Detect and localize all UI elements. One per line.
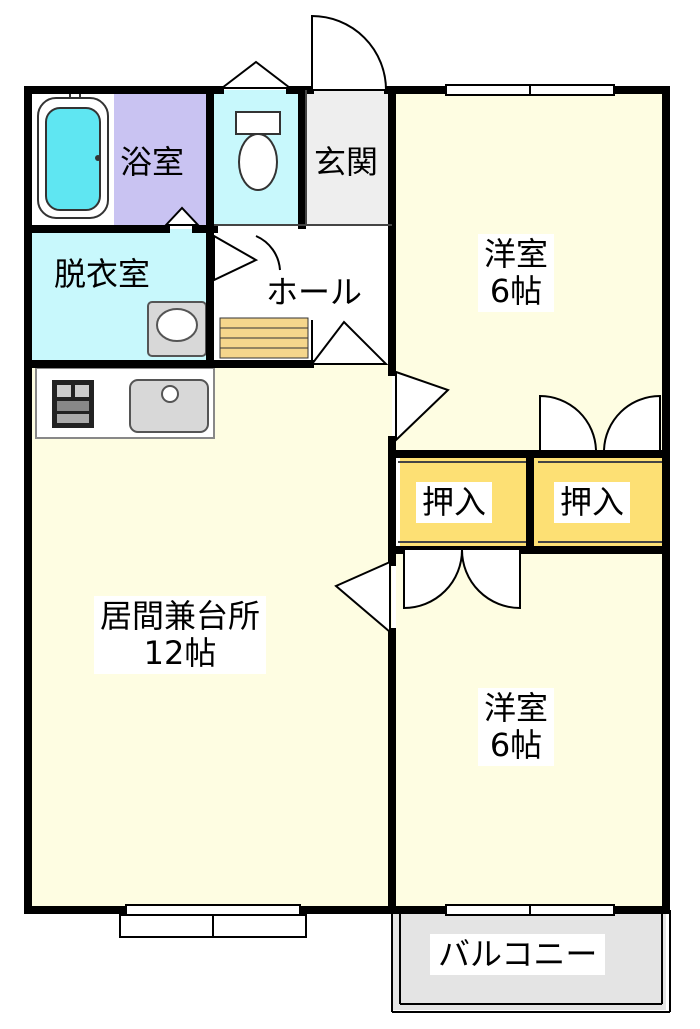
toilet-icon bbox=[235, 111, 281, 191]
bath-label: 浴室 bbox=[120, 143, 185, 181]
balcony-railing bbox=[391, 910, 671, 1013]
western1-size: 6帖 bbox=[489, 271, 543, 310]
genkan-label: 玄関 bbox=[314, 143, 379, 181]
balcony-label: バルコニー bbox=[430, 934, 606, 975]
windows bbox=[119, 84, 615, 938]
western1-label: 洋室 6帖 bbox=[478, 234, 555, 312]
ldk-size: 12帖 bbox=[143, 633, 217, 672]
kitchen-sink-icon bbox=[129, 379, 209, 433]
washbasin-icon bbox=[147, 301, 207, 357]
thin-walls bbox=[214, 90, 662, 543]
ldk-label: 居間兼台所 12帖 bbox=[94, 596, 267, 674]
closet2-label: 押入 bbox=[554, 482, 631, 523]
bathtub-icon bbox=[37, 91, 109, 219]
western2-label: 洋室 6帖 bbox=[478, 688, 555, 766]
entrance-step bbox=[219, 317, 309, 359]
western2-size: 6帖 bbox=[489, 725, 543, 764]
genkan-floor bbox=[306, 90, 392, 225]
western2-name: 洋室 bbox=[484, 689, 549, 727]
stove-icon bbox=[52, 380, 94, 428]
ldk-name: 居間兼台所 bbox=[100, 597, 261, 635]
closet1-label: 押入 bbox=[416, 482, 493, 523]
hall-label: ホール bbox=[262, 272, 367, 313]
western1-name: 洋室 bbox=[484, 235, 549, 273]
dressing-label: 脱衣室 bbox=[54, 255, 151, 293]
doors bbox=[163, 14, 661, 635]
